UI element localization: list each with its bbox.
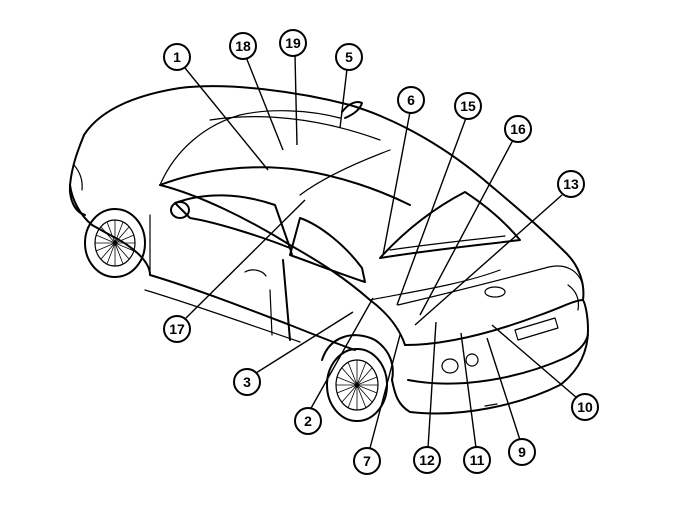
leader-5: [339, 68, 348, 129]
callout-9-label: 9: [518, 444, 526, 460]
callout-1-label: 1: [173, 49, 181, 65]
car-license-plate: [514, 317, 559, 341]
callout-17-label: 17: [169, 321, 185, 337]
leader-16: [419, 139, 514, 316]
leader-15: [396, 117, 467, 306]
callout-18-label: 18: [235, 38, 251, 54]
leader-13: [414, 194, 563, 326]
car-exhaust: [484, 403, 498, 407]
callout-9[interactable]: 9: [508, 438, 536, 466]
callout-12-label: 12: [419, 452, 435, 468]
callout-leaders: [184, 54, 578, 449]
leader-11: [460, 332, 477, 449]
car-windshield-lower: [159, 110, 341, 186]
callout-15[interactable]: 15: [454, 92, 482, 120]
car-headlight: [73, 164, 83, 191]
callout-10[interactable]: 10: [571, 393, 599, 421]
leader-1: [184, 67, 269, 171]
callout-2-label: 2: [304, 413, 312, 429]
callout-5[interactable]: 5: [335, 43, 363, 71]
callout-3[interactable]: 3: [233, 368, 261, 396]
car-rear-window: [379, 191, 521, 259]
callouts: 1 18 19 5 6 15 16 13: [163, 29, 599, 475]
car-front-nose: [69, 184, 151, 276]
callout-7-label: 7: [363, 453, 371, 469]
car-rocker: [144, 289, 301, 343]
callout-16[interactable]: 16: [504, 115, 532, 143]
car-side-lower: [149, 274, 356, 351]
callout-7[interactable]: 7: [353, 447, 381, 475]
callout-19[interactable]: 19: [279, 29, 307, 57]
car-door-handle: [244, 269, 267, 277]
car-rear-wheel-arch: [321, 334, 394, 381]
car-rear-side-window: [289, 217, 366, 283]
car-rear-light-cluster: [567, 284, 580, 311]
car-door-cut: [269, 289, 273, 336]
callout-11-label: 11: [470, 452, 485, 468]
leader-2: [309, 297, 374, 411]
callout-18[interactable]: 18: [229, 32, 257, 60]
callout-12[interactable]: 12: [413, 446, 441, 474]
callout-19-label: 19: [285, 35, 301, 51]
callout-13-label: 13: [563, 176, 579, 192]
callout-6[interactable]: 6: [397, 86, 425, 114]
leader-18: [245, 56, 284, 151]
callout-16-label: 16: [510, 121, 526, 137]
car-side-mirror: [170, 201, 190, 219]
car-hood: [68, 134, 86, 216]
leader-10: [491, 324, 578, 399]
car-b-pillar: [282, 247, 293, 341]
car-rear-bumper: [407, 334, 589, 385]
callout-13[interactable]: 13: [557, 170, 585, 198]
car-front-door-window: [174, 194, 291, 249]
callout-17[interactable]: 17: [163, 315, 191, 343]
car-front-wheel: [84, 208, 146, 278]
car-taillight-right: [465, 353, 479, 367]
car-trunk-handle: [484, 286, 506, 298]
car-illustration: [68, 85, 589, 422]
callout-3-label: 3: [243, 374, 251, 390]
car-roof-outline: [83, 85, 585, 301]
leader-7: [369, 334, 401, 449]
car-rear-window-inner: [389, 235, 506, 251]
callout-1[interactable]: 1: [163, 43, 191, 71]
callout-2[interactable]: 2: [294, 407, 322, 435]
car-taillight-left: [441, 358, 459, 374]
car-antenna: [341, 101, 363, 119]
callout-15-label: 15: [460, 98, 476, 114]
leader-17: [185, 199, 306, 319]
car-windshield-top: [159, 166, 411, 206]
leader-3: [255, 311, 354, 374]
car-rear-quarter: [391, 299, 589, 415]
callout-5-label: 5: [345, 49, 353, 65]
car-trunk-lid: [404, 299, 584, 346]
leader-12: [427, 321, 437, 449]
car-roof-seam-2: [299, 149, 391, 196]
callout-10-label: 10: [577, 399, 593, 415]
callout-11[interactable]: 11: [463, 446, 491, 474]
callout-6-label: 6: [407, 92, 415, 108]
car-roof-seam-1: [209, 116, 381, 141]
car-belt-line: [159, 184, 406, 346]
car-trunk-upper: [397, 265, 584, 306]
leader-6: [382, 111, 411, 256]
leader-9: [486, 337, 521, 441]
leader-19: [294, 54, 298, 146]
car-rear-wheel: [326, 348, 388, 422]
